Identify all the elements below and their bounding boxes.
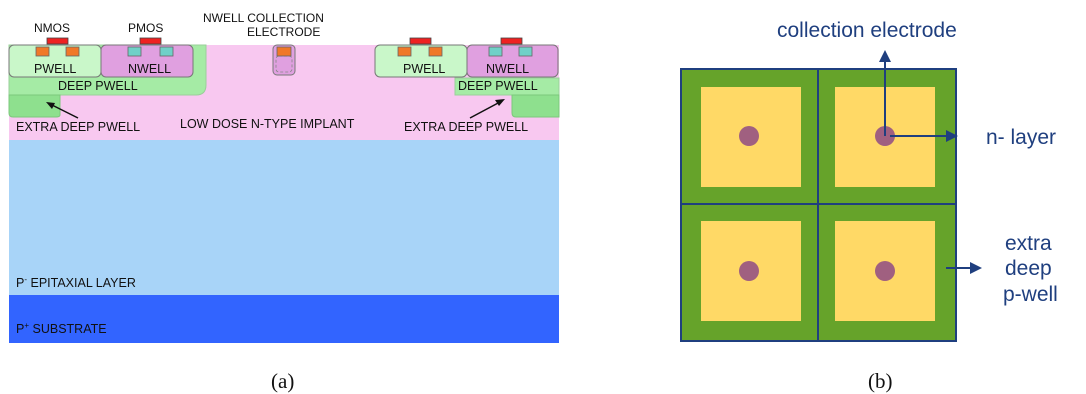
label-pmos: PMOS [128,21,164,35]
epi-prefix: P [16,276,25,290]
caption-a: (a) [271,369,295,393]
panel-b-pixel-matrix [680,50,982,342]
label-collection-electrode: collection electrode [777,19,957,42]
substrate-rest: SUBSTRATE [29,322,107,336]
right-pmos-gate [500,37,523,45]
substrate-prefix: P [16,322,25,336]
electrode-bottom-left [739,261,759,281]
label-nwell-collection-line1: NWELL COLLECTION [203,11,324,25]
label-extra-line2: deep [1005,257,1052,280]
right-pmos-pplus-left [488,46,503,57]
right-nmos-gate [409,37,432,45]
label-extra-deep-pwell-right: EXTRA DEEP PWELL [404,120,529,134]
arrow-n-layer [890,130,958,142]
nmos-gate [46,37,69,45]
label-low-dose-implant: LOW DOSE N-TYPE IMPLANT [180,117,355,131]
substrate-superscript: + [24,321,30,330]
label-extra-line3: p-well [1003,283,1058,306]
electrode-bottom-right [875,261,895,281]
panel-a-cross-section [8,37,560,343]
arrow-extra-deep-pwell [946,262,982,274]
epi-superscript: - [24,275,28,284]
pmos-pplus-right [159,46,174,57]
caption-b: (b) [868,369,893,393]
label-deep-pwell-right: DEEP PWELL [458,79,538,93]
label-pwell-left: PWELL [34,62,77,76]
extra-deep-arrow-left [46,102,79,119]
pmos-gate [139,37,162,45]
label-n-layer: n- layer [986,126,1057,149]
nmos-nplus-left [35,46,50,57]
arrow-collection-electrode [879,50,891,136]
label-extra-line1: extra [1005,232,1052,255]
epi-rest: EPITAXIAL LAYER [27,276,136,290]
label-deep-pwell-left: DEEP PWELL [58,79,138,93]
extra-deep-arrow-right [469,99,505,119]
right-nmos-nplus-right [428,46,443,57]
label-extra-deep-pwell-left: EXTRA DEEP PWELL [16,120,141,134]
label-nmos: NMOS [34,21,70,35]
pmos-pplus-left [127,46,142,57]
extra-deep-pwell-right [511,94,560,118]
electrode-top-left [739,126,759,146]
right-pmos-pplus-right [518,46,533,57]
nmos-nplus-right [65,46,80,57]
label-nwell-left: NWELL [128,62,172,76]
label-epitaxial-layer: P- EPITAXIAL LAYER [16,276,136,290]
substrate-layer [9,295,559,343]
epitaxial-layer [9,140,559,295]
label-nwell-collection-line2: ELECTRODE [247,25,321,39]
label-nwell-right: NWELL [486,62,530,76]
right-nmos-nplus-left [397,46,412,57]
collection-electrode-contact [276,46,292,57]
label-pwell-right: PWELL [403,62,446,76]
extra-deep-pwell-left [8,94,61,118]
label-substrate: P+ SUBSTRATE [16,322,107,336]
